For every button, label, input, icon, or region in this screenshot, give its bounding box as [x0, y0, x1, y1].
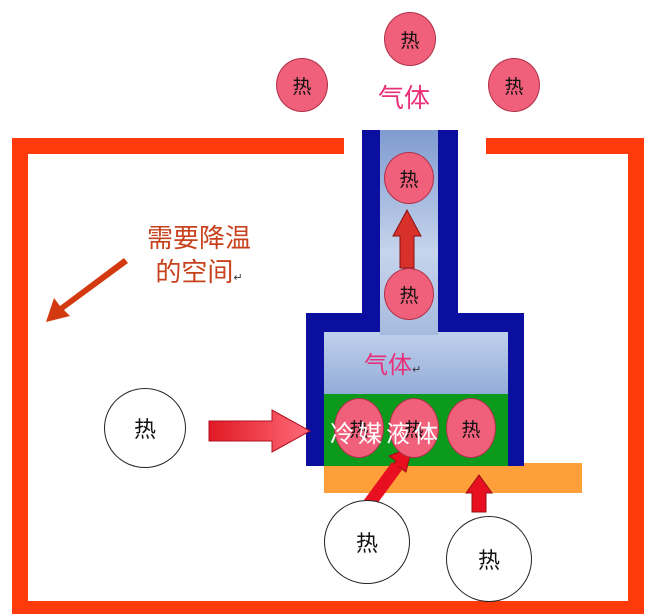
liquid-label: 冷媒液体	[330, 420, 442, 448]
return-mark-2: ↵	[233, 271, 243, 284]
heat-ball-top-center: 热	[384, 12, 436, 66]
gas-label-text: 气体	[364, 351, 412, 379]
gas-region	[324, 332, 508, 394]
rise-arrow	[392, 208, 422, 269]
room-wall-right	[628, 138, 644, 614]
gas-label-container: 气体↵	[364, 345, 421, 380]
return-mark: ↵	[412, 363, 422, 376]
space-label-line1: 需要降温	[146, 224, 251, 254]
space-label-line2-text: 的空间	[155, 258, 234, 288]
heat-ball-white-left: 热	[104, 388, 186, 468]
heat-plate	[324, 463, 582, 493]
heat-ball-white-bottom-1: 热	[324, 500, 410, 584]
heat-in-arrow-left	[208, 409, 312, 453]
heat-in-arrow-up	[465, 474, 493, 513]
space-label-line2: 的空间↵	[134, 256, 264, 295]
room-wall-top-right	[486, 138, 642, 154]
room-wall-top-left	[12, 138, 344, 154]
space-label: 需要降温 的空间↵	[134, 222, 264, 295]
heat-ball-liquid-2: 热	[389, 398, 439, 458]
gas-label-top: 气体	[378, 84, 431, 114]
heat-ball-pipe-upper: 热	[384, 152, 434, 204]
room-wall-bottom	[12, 601, 644, 614]
space-arrow	[46, 258, 128, 322]
heat-ball-liquid-1: 热	[334, 398, 384, 458]
heat-in-arrow-diagonal-body	[364, 462, 402, 508]
room-wall-left	[12, 138, 28, 614]
heat-ball-pipe-lower: 热	[384, 268, 434, 320]
heat-ball-top-right: 热	[488, 58, 540, 112]
heat-ball-white-bottom-2: 热	[446, 516, 532, 602]
heat-ball-liquid-3: 热	[446, 398, 496, 458]
heat-ball-top-left: 热	[276, 58, 328, 112]
